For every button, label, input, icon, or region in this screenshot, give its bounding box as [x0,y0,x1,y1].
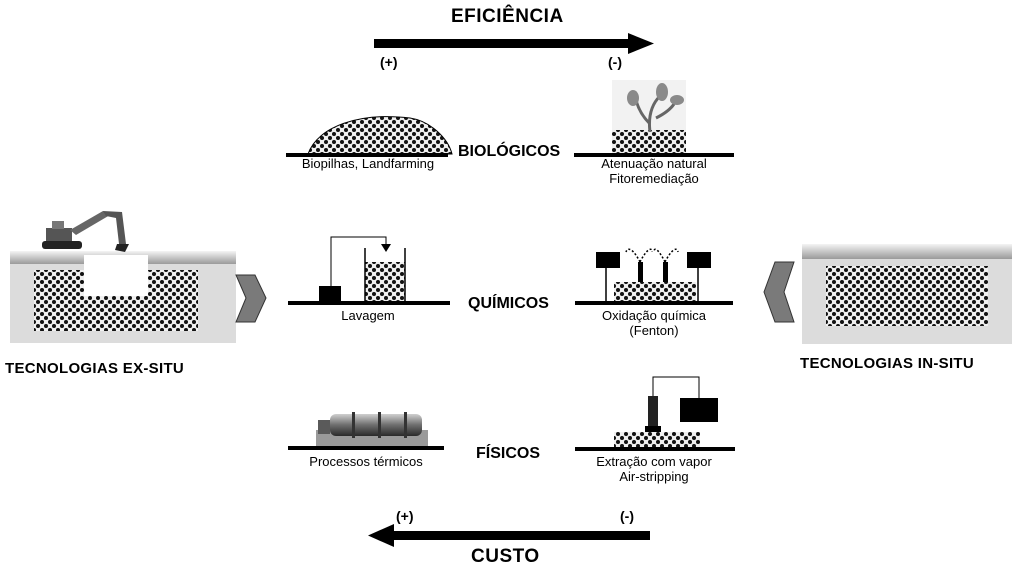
soil-washing-illustration [288,236,450,305]
plant-sprout-icon [627,83,684,133]
biological-ex-situ-label: Biopilhas, Landfarming [278,156,458,172]
cost-title: CUSTO [471,546,540,567]
chemical-in-situ-line-1: Oxidação química [601,308,707,323]
excavator-icon [42,211,129,252]
in-situ-label: TECNOLOGIAS IN-SITU [800,355,975,372]
efficiency-minus-sign: (-) [608,54,622,70]
biological-in-situ-label: Atenuação natural Fitoremediação [564,156,744,187]
in-situ-chevron-arrow [763,261,795,323]
biopile-illustration [286,116,453,157]
thermal-desorber-icon [288,412,444,450]
in-situ-site [802,244,1012,344]
physical-in-situ-line-1: Extração com vapor [596,454,712,469]
chemical-in-situ-label: Oxidação química (Fenton) [564,308,744,339]
chemical-category-label: QUÍMICOS [468,295,549,312]
injection-well-icon [575,376,735,451]
biological-in-situ-line-1: Atenuação natural [601,156,707,171]
biological-ex-situ-line-1: Biopilhas, Landfarming [301,156,435,171]
cost-plus-sign: (+) [396,508,414,524]
ex-situ-excavation-site [10,211,236,343]
physical-in-situ-label: Extração com vapor Air-stripping [564,454,744,485]
physical-category-label: FÍSICOS [476,445,541,462]
physical-in-situ-line-2: Air-stripping [619,468,689,484]
efficiency-arrow [374,33,654,54]
cost-minus-sign: (-) [620,508,634,524]
chemical-in-situ-line-2: (Fenton) [629,322,679,338]
efficiency-plus-sign: (+) [380,54,398,70]
physical-ex-situ-line-1: Processos térmicos [309,454,423,469]
natural-attenuation-illustration [574,80,734,157]
physical-ex-situ-label: Processos térmicos [276,454,456,470]
biological-category-label: BIOLÓGICOS [458,143,561,160]
ex-situ-label: TECNOLOGIAS EX-SITU [5,360,185,377]
biological-in-situ-line-2: Fitoremediação [609,170,699,186]
chemical-ex-situ-line-1: Lavagem [341,308,395,323]
chemical-oxidation-illustration [575,248,733,305]
efficiency-title: EFICIÊNCIA [451,6,564,27]
cost-arrow [368,524,650,547]
ex-situ-chevron-arrow [235,274,267,323]
chemical-ex-situ-label: Lavagem [278,308,458,324]
